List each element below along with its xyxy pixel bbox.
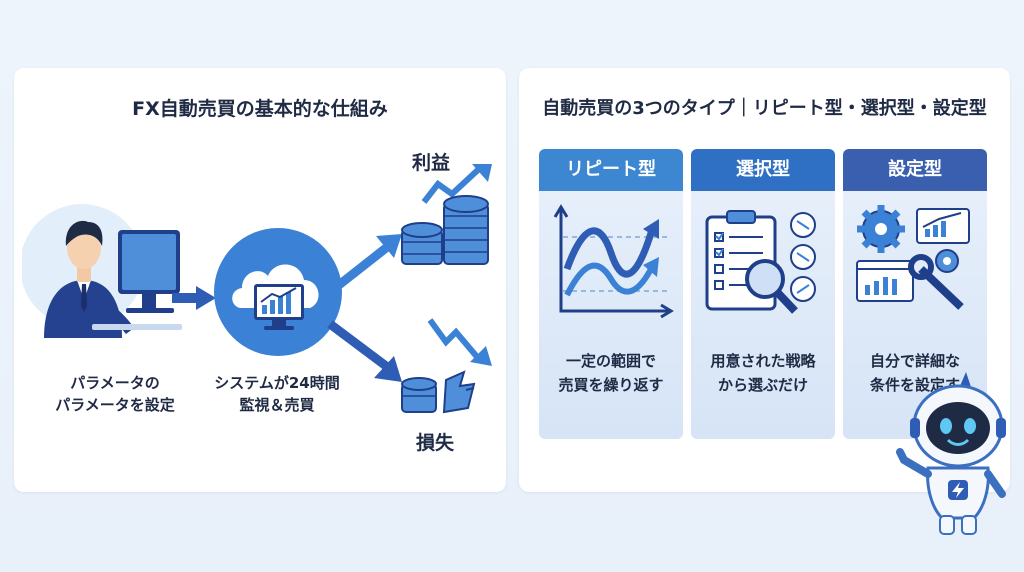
loss-label: 損失 (416, 432, 455, 454)
profit-label: 利益 (412, 152, 451, 174)
step1-caption: パラメータの パラメータを設定 (40, 372, 190, 416)
profit-arrow-icon (326, 228, 406, 298)
card-custom-line1: 自分で詳細な (869, 352, 960, 370)
mechanism-title: FX自動売買の基本的な仕組み (132, 98, 388, 120)
card-repeat-line2: 売買を繰り返す (558, 376, 664, 394)
card-select: 選択型 (691, 149, 835, 439)
card-select-text: 用意された戦略 から選ぶだけ (691, 349, 835, 397)
coin-stack-icon (394, 164, 496, 272)
gears-wrench-icon (843, 199, 987, 329)
loss-arrow-icon (326, 318, 406, 388)
cloud-monitor-icon (212, 226, 344, 358)
card-custom-head: 設定型 (843, 149, 987, 191)
card-repeat-head: リピート型 (539, 149, 683, 191)
card-repeat-text: 一定の範囲で 売買を繰り返す (539, 349, 683, 397)
card-select-line1: 用意された戦略 (710, 352, 816, 370)
card-repeat-line1: 一定の範囲で (565, 352, 656, 370)
wave-chart-icon (539, 199, 683, 329)
person-at-computer-icon (22, 188, 187, 338)
robot-mascot-icon (896, 368, 1016, 538)
card-custom: 設定型 (843, 149, 987, 439)
card-select-head: 選択型 (691, 149, 835, 191)
card-select-line2: から選ぶだけ (717, 376, 808, 394)
mechanism-panel: FX自動売買の基本的な仕組み (14, 68, 506, 492)
step1-line2: パラメータを設定 (55, 396, 175, 414)
card-repeat: リピート型 一定の範囲で 売買を繰り返す (539, 149, 683, 439)
types-panel: 自動売買の3つのタイプ｜リピート型・選択型・設定型 リピート型 一定の範囲で 売… (519, 68, 1010, 492)
broken-coin-icon (394, 314, 496, 422)
clipboard-magnifier-icon (691, 199, 835, 329)
types-title: 自動売買の3つのタイプ｜リピート型・選択型・設定型 (542, 98, 987, 119)
step2-line1: システムが24時間 (214, 374, 340, 392)
arrow-to-cloud-icon (172, 286, 216, 310)
step2-line2: 監視＆売買 (239, 396, 315, 414)
step2-caption: システムが24時間 監視＆売買 (202, 372, 352, 416)
step1-line1: パラメータの (70, 374, 160, 392)
